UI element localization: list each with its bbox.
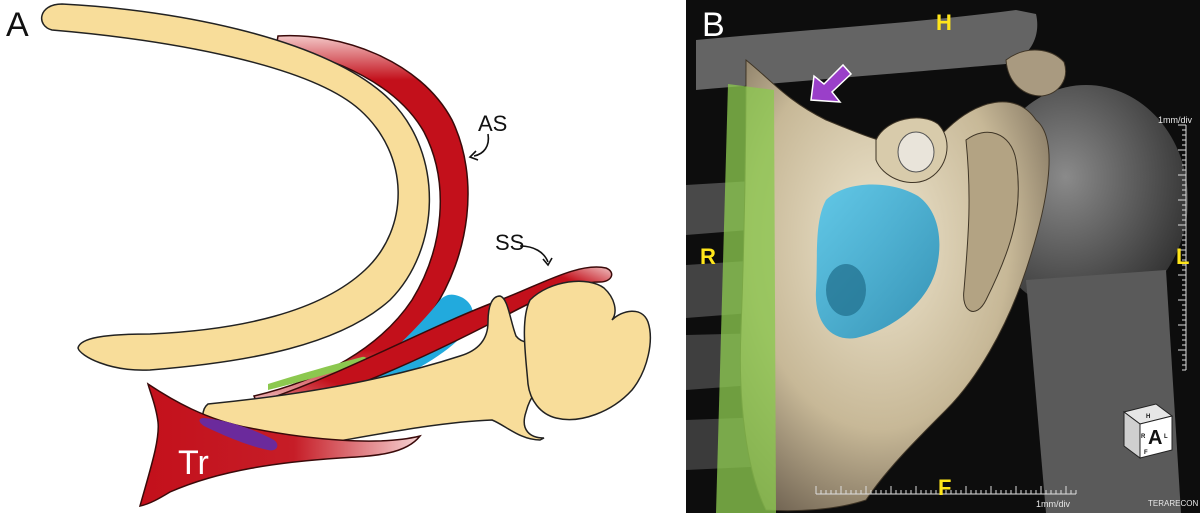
ct-green-strip — [716, 84, 776, 513]
bottom-scale-ticks — [815, 486, 1077, 494]
as-callout-arrowhead — [468, 150, 479, 161]
cube-label-r: R — [1141, 434, 1146, 440]
ct-humerus-shaft — [1026, 270, 1181, 513]
schematic-drawing — [41, 3, 651, 507]
ss-callout-arrow — [519, 245, 549, 263]
trapezius-muscle — [138, 382, 422, 507]
ct-blue-hole — [826, 264, 866, 316]
cube-label-l: L — [1164, 434, 1168, 440]
label-ss: SS — [495, 230, 525, 255]
ct-glenoid — [963, 131, 1019, 312]
scale-label-bottom: 1mm/div — [1036, 499, 1071, 509]
orientation-cube-icon — [1122, 403, 1174, 459]
as-callout-arrow — [473, 133, 490, 157]
ct-clavicle — [696, 10, 1038, 90]
purple-mark — [199, 418, 278, 451]
cube-face-a: A — [1148, 427, 1163, 449]
orientation-bottom: F — [938, 475, 952, 500]
scale-label-right: 1mm/div — [1158, 115, 1193, 125]
rib-bone — [41, 3, 431, 371]
panel-letter-b: B — [702, 6, 725, 44]
ss-callout-arrowhead — [542, 257, 553, 267]
ct-coracoid-tip — [897, 131, 935, 173]
cube-label-f: F — [1144, 450, 1148, 456]
ss-muscle — [239, 266, 613, 421]
panel-b-ct-render: B H R L F 1mm/div 1mm/div TERARECON A H … — [686, 0, 1200, 513]
right-scale-ticks — [1178, 124, 1186, 371]
orientation-right: L — [1176, 244, 1190, 269]
panel-a-schematic: A AS SS Tr — [6, 3, 651, 507]
green-strip — [268, 356, 367, 390]
label-tr: Tr — [178, 444, 209, 482]
cube-label-h: H — [1146, 414, 1151, 420]
humeral-head-bone — [523, 280, 651, 421]
ct-acromion — [1005, 49, 1066, 97]
orientation-top: H — [936, 10, 952, 35]
orientation-left: R — [700, 244, 716, 269]
panel-letter-a: A — [6, 6, 29, 44]
label-as: AS — [478, 111, 508, 136]
vendor-watermark: TERARECON — [1148, 499, 1199, 508]
ct-render-drawing — [686, 10, 1188, 513]
purple-arrow-icon — [810, 63, 853, 103]
